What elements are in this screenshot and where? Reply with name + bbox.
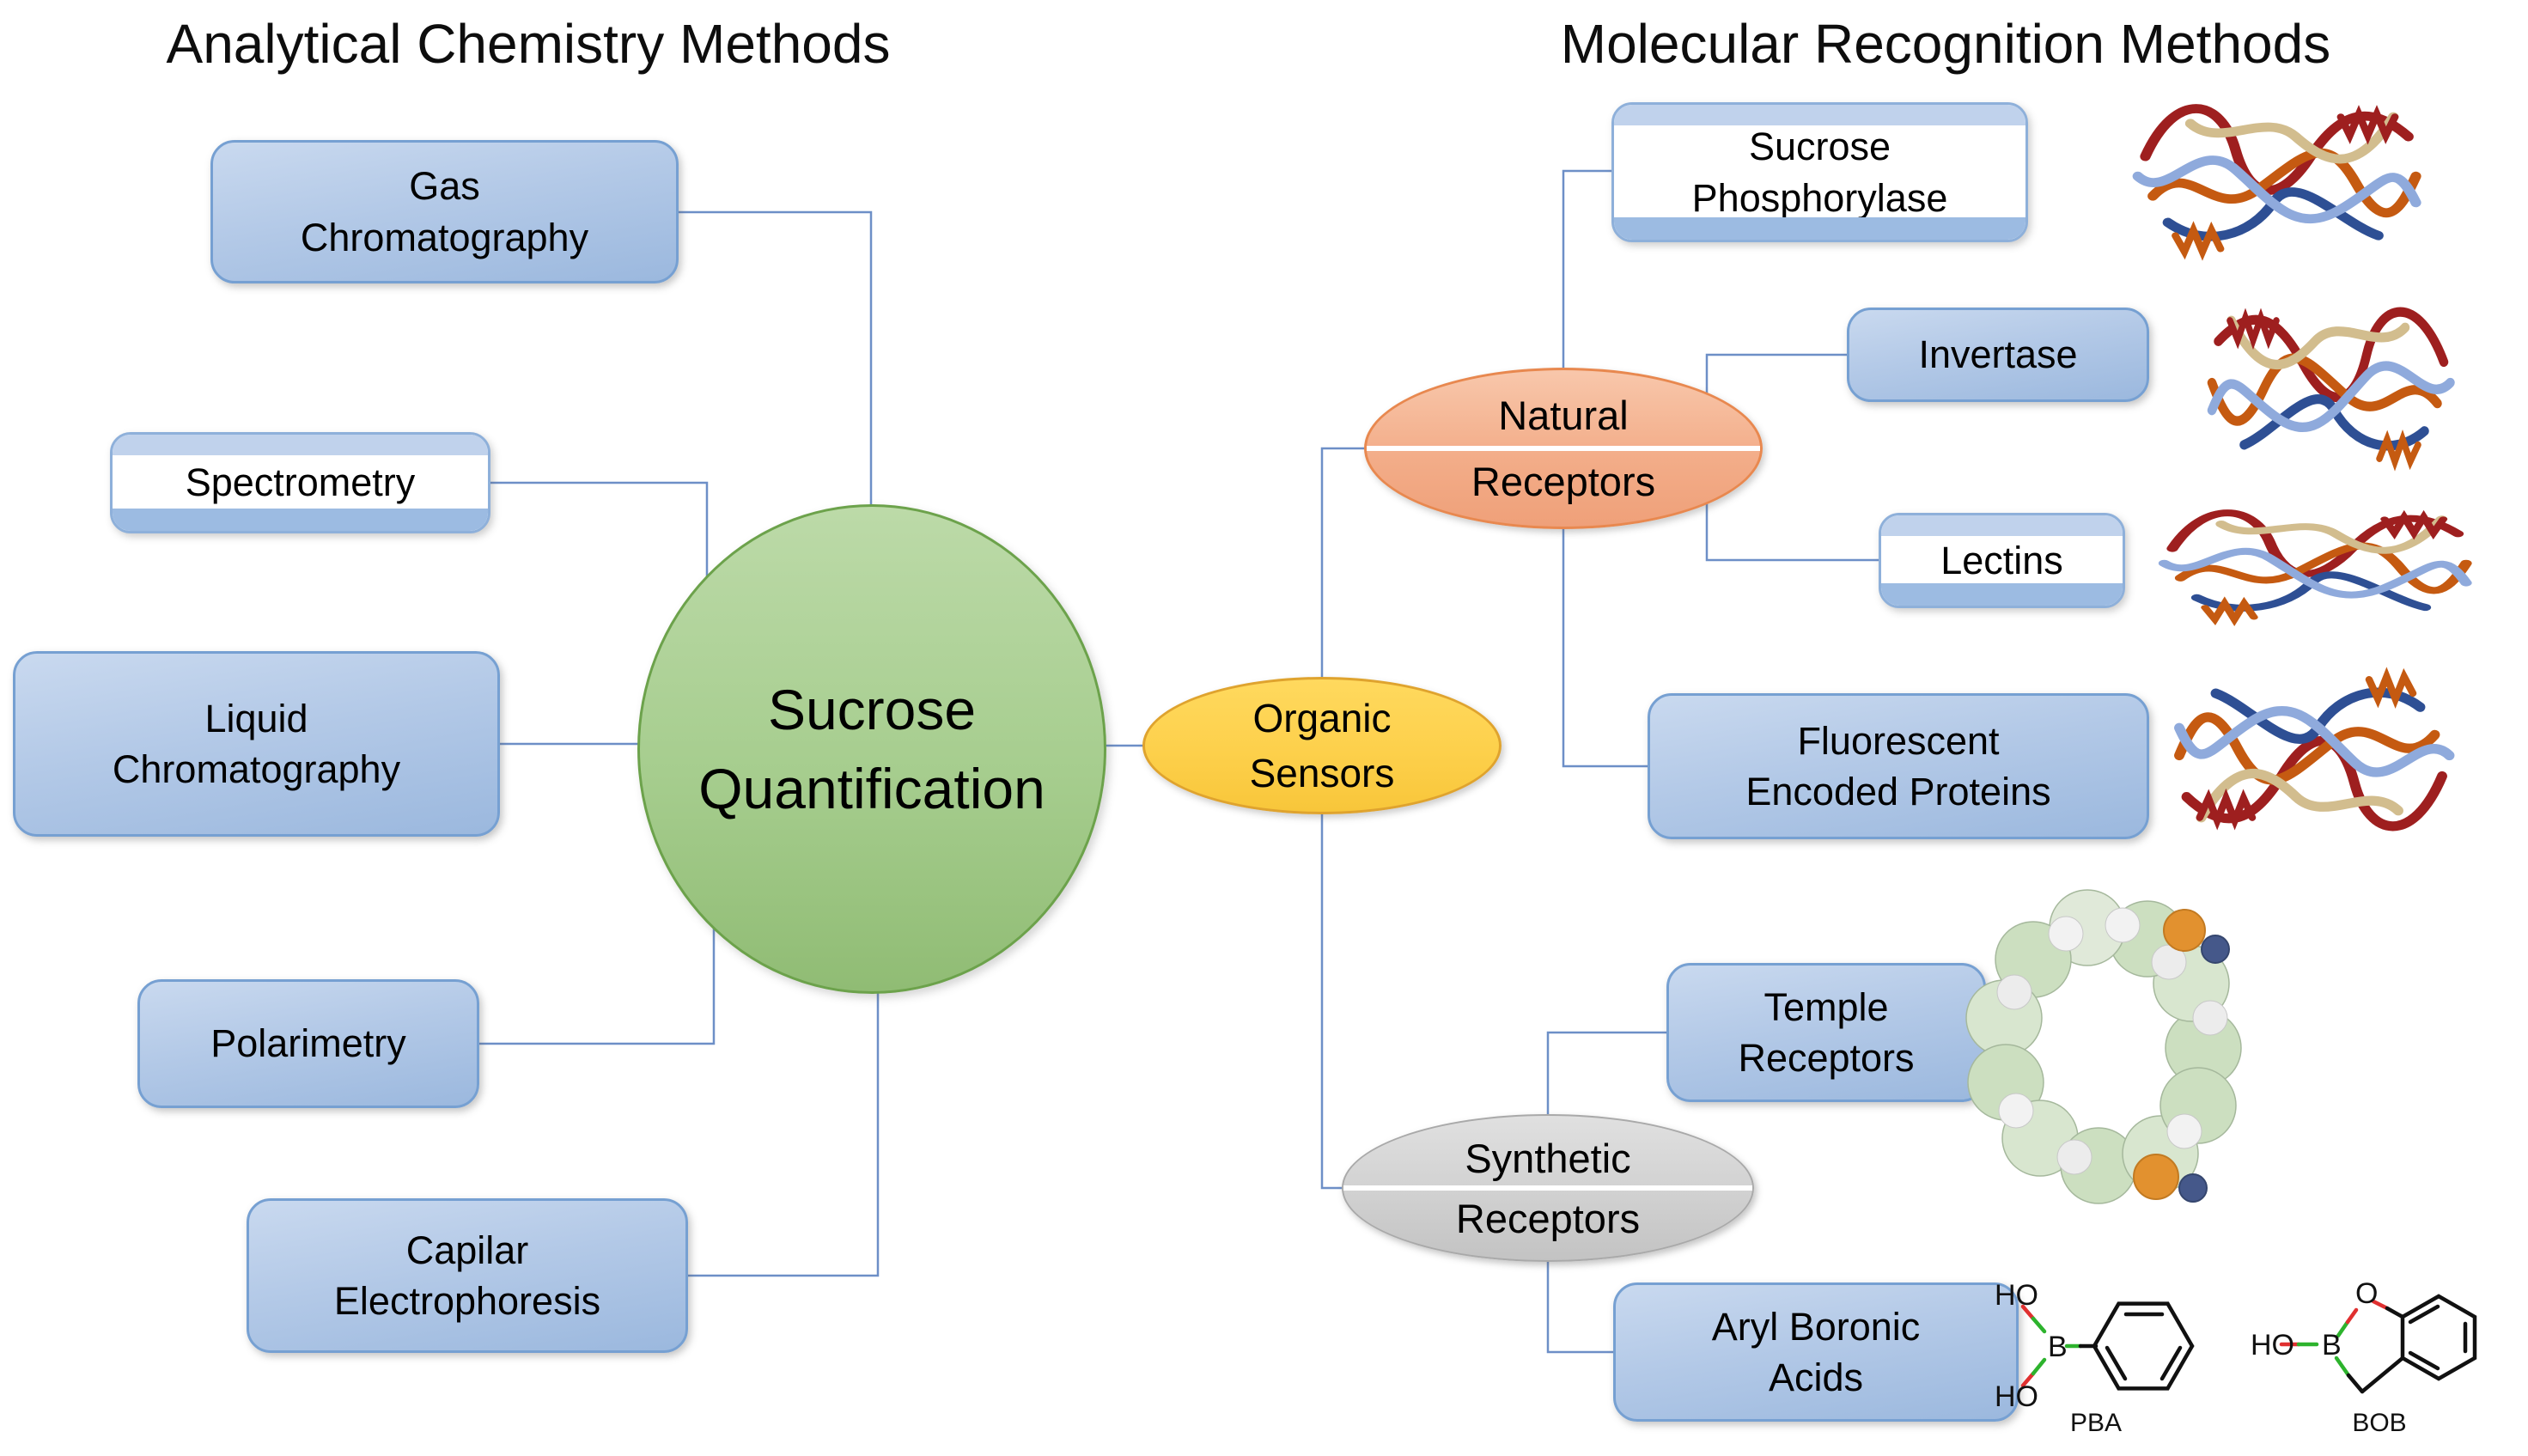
navy-atom: [2201, 935, 2230, 964]
node-label: Aryl Boronic: [1711, 1304, 1921, 1349]
node-label: Temple: [1764, 984, 1889, 1029]
box-bottom-band: [113, 509, 488, 531]
node-sucrose-quantification: Sucrose Quantification: [637, 504, 1106, 994]
node-label: Encoded Proteins: [1745, 770, 2051, 813]
node-liquid-chromatography: Liquid Chromatography: [13, 651, 500, 837]
ellipse-divider-line: [1367, 446, 1760, 451]
box-bottom-band: [1881, 583, 2123, 606]
node-sucrose-phosphorylase: Sucrose Phosphorylase: [1611, 102, 2028, 242]
connector-capillary: [686, 988, 880, 1277]
node-label: Chromatography: [300, 215, 589, 259]
bob-label: BOB: [2352, 1409, 2407, 1437]
node-label: Receptors: [1471, 459, 1656, 504]
atom-label: HO: [2251, 1329, 2294, 1362]
node-label: Polarimetry: [210, 1021, 406, 1066]
node-label: Phosphorylase: [1691, 175, 1948, 220]
node-spectrometry: Spectrometry: [110, 432, 490, 533]
node-synthetic-receptors: Synthetic Receptors: [1342, 1114, 1754, 1262]
atom-label: B: [2322, 1329, 2342, 1362]
node-label: Receptors: [1738, 1036, 1915, 1080]
atom-label: HO: [1995, 1279, 2038, 1312]
protein-ribbon-lectins-image: [2156, 490, 2482, 627]
connector-organic-to-natural: [1320, 447, 1371, 746]
box-bottom-band: [1614, 217, 2025, 240]
box-top-band: [1614, 105, 2025, 125]
node-label: Quantification: [698, 757, 1045, 820]
node-label: Spectrometry: [185, 460, 416, 505]
phenylboronic-acid-structure-image: HO HO B: [1995, 1279, 2195, 1413]
connector-natural-to-fluorescent: [1562, 448, 1653, 768]
title-molecular-recognition-methods: Molecular Recognition Methods: [1560, 13, 2331, 75]
node-label: Fluorescent: [1797, 718, 2000, 763]
benzoxaborole-structure-image: HO B O: [2251, 1277, 2477, 1394]
atom-label: HO: [1995, 1380, 2038, 1413]
title-analytical-chemistry-methods: Analytical Chemistry Methods: [166, 13, 891, 75]
node-polarimetry: Polarimetry: [137, 979, 479, 1108]
node-label: Organic: [1252, 695, 1392, 740]
connector-spectrometry: [489, 481, 709, 584]
connector-polarimetry: [478, 923, 716, 1045]
connector-natural-to-sucrose-phosphorylase: [1562, 169, 1617, 448]
node-label: Invertase: [1918, 332, 2078, 377]
protein-ribbon-invertase-image: [2199, 279, 2457, 472]
node-label: Chromatography: [112, 747, 401, 791]
node-fluorescent-encoded-proteins: Fluorescent Encoded Proteins: [1648, 693, 2149, 839]
node-label: Electrophoresis: [333, 1279, 601, 1323]
node-invertase: Invertase: [1847, 308, 2149, 402]
node-organic-sensors: Organic Sensors: [1142, 677, 1502, 814]
node-temple-receptors: Temple Receptors: [1666, 963, 1986, 1102]
node-label: Synthetic: [1465, 1135, 1631, 1181]
node-gas-chromatography: Gas Chromatography: [210, 140, 679, 283]
node-label: Sucrose: [767, 677, 977, 741]
box-top-band: [113, 435, 488, 455]
pba-label: PBA: [2069, 1409, 2123, 1437]
node-label: Lectins: [1940, 538, 2063, 582]
connector-gas: [677, 210, 873, 515]
node-label: Sucrose: [1748, 125, 1891, 169]
navy-atom: [2178, 1173, 2208, 1203]
node-label: Capilar: [405, 1228, 529, 1272]
orange-atom: [2163, 909, 2206, 952]
node-label: Natural: [1498, 393, 1629, 438]
space-filling-macrocycle-image: [1965, 889, 2242, 1204]
atom-label: B: [2048, 1331, 2068, 1363]
atom-label: O: [2355, 1277, 2378, 1310]
protein-ribbon-sucrose-phosphorylase-image: [2130, 77, 2431, 262]
ellipse-divider-line: [1343, 1185, 1752, 1191]
node-label: Acids: [1768, 1355, 1864, 1399]
protein-ribbon-fluorescent-protein-image: [2165, 666, 2457, 859]
node-label: Sensors: [1249, 751, 1395, 795]
node-capillary-electrophoresis: Capilar Electrophoresis: [247, 1198, 688, 1353]
orange-atom: [2133, 1154, 2179, 1200]
node-label: Receptors: [1455, 1195, 1641, 1241]
box-top-band: [1881, 515, 2123, 536]
node-lectins: Lectins: [1879, 513, 2125, 608]
node-natural-receptors: Natural Receptors: [1364, 368, 1763, 529]
node-label: Liquid: [204, 696, 308, 740]
node-label: Gas: [409, 164, 480, 209]
node-aryl-boronic-acids: Aryl Boronic Acids: [1613, 1282, 2019, 1422]
connector-organic-to-synthetic: [1320, 746, 1349, 1190]
